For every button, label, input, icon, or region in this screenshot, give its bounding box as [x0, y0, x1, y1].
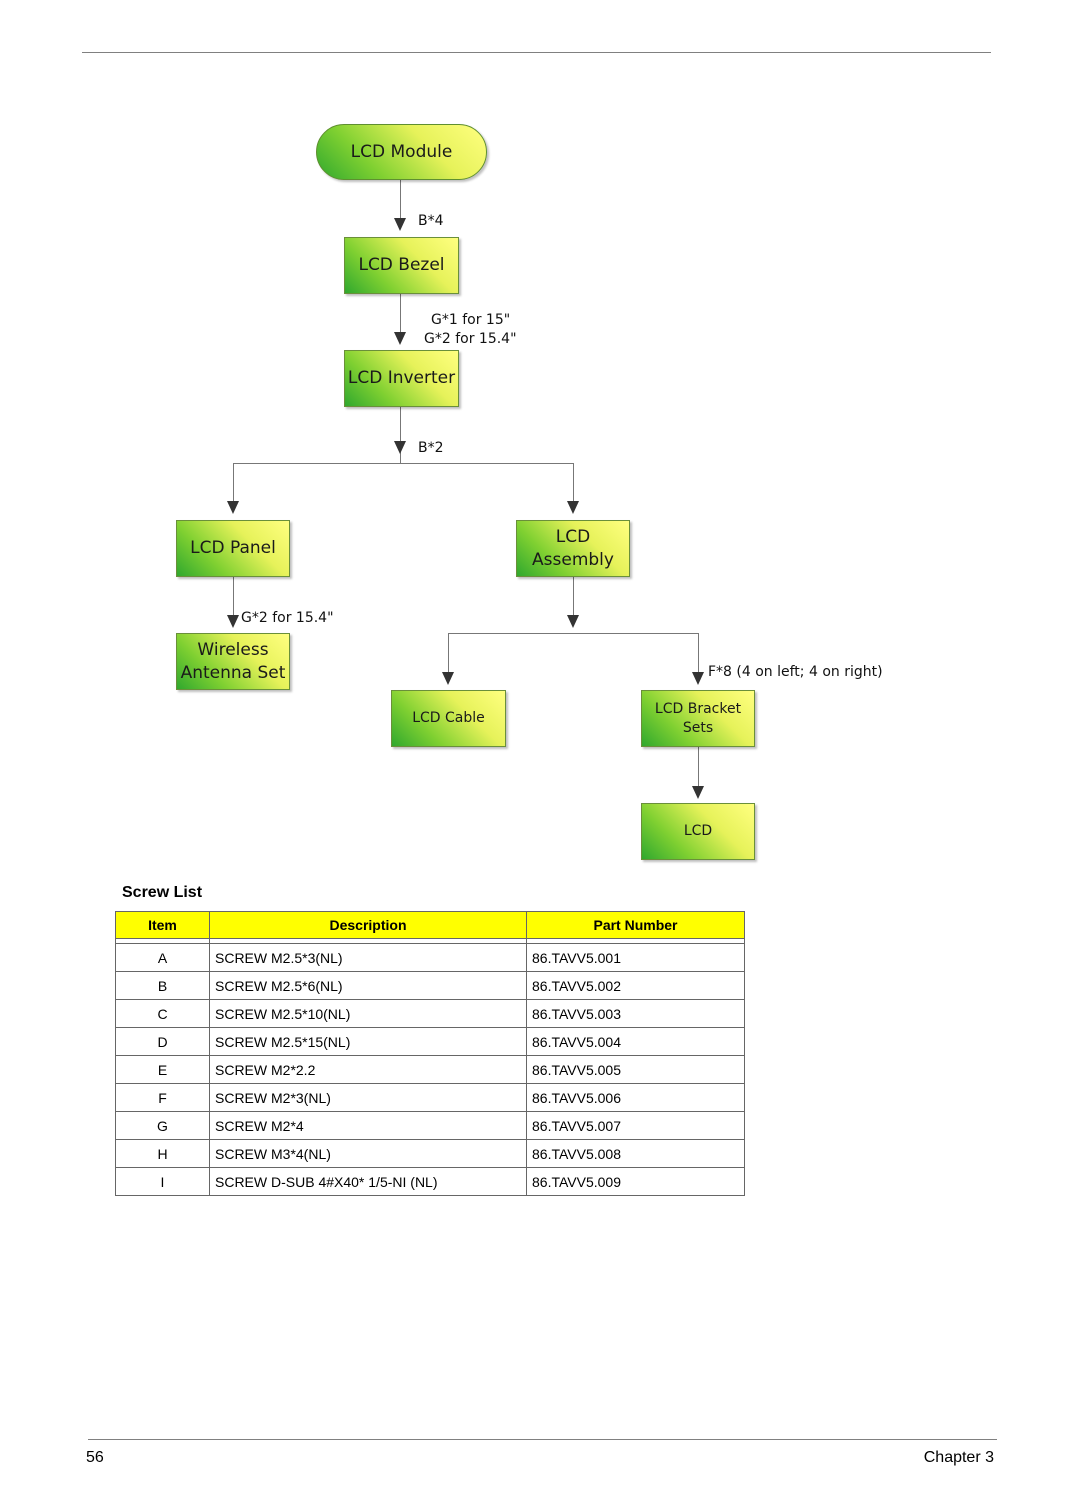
connector-bezel-inverter	[400, 294, 401, 338]
arrow-down-icon	[567, 615, 579, 628]
chapter-label: Chapter 3	[923, 1449, 994, 1466]
part-number-cell: 86.TAVV5.004	[526, 1027, 745, 1056]
item-cell: G	[115, 1111, 210, 1140]
node-label: LCD Bezel	[358, 255, 445, 276]
connector-bracket-lcd	[698, 747, 699, 789]
arrow-down-icon	[692, 672, 704, 685]
table-row: C SCREW M2.5*10(NL) 86.TAVV5.003	[115, 999, 745, 1028]
table-row: G SCREW M2*4 86.TAVV5.007	[115, 1111, 745, 1140]
item-cell: H	[115, 1139, 210, 1168]
description-cell: SCREW M2.5*3(NL)	[209, 943, 527, 972]
item-cell: C	[115, 999, 210, 1028]
node-lcd-module: LCD Module	[316, 124, 487, 180]
part-number-cell: 86.TAVV5.006	[526, 1083, 745, 1112]
edge-label-module-bezel: B*4	[418, 213, 444, 229]
edge-label-bezel-inverter-2: G*2 for 15.4"	[424, 331, 517, 347]
item-cell: B	[115, 971, 210, 1000]
top-rule	[82, 52, 991, 53]
part-number-cell: 86.TAVV5.001	[526, 943, 745, 972]
part-number-cell: 86.TAVV5.009	[526, 1167, 745, 1196]
arrow-down-icon	[692, 786, 704, 799]
connector-inverter-split	[400, 407, 401, 463]
edge-label-bezel-inverter-1: G*1 for 15"	[431, 312, 511, 328]
edge-label-panel-wireless: G*2 for 15.4"	[241, 610, 334, 626]
column-header: Part Number	[526, 911, 745, 939]
table-row: A SCREW M2.5*3(NL) 86.TAVV5.001	[115, 943, 745, 972]
bottom-rule	[88, 1439, 997, 1440]
node-lcd-bezel: LCD Bezel	[344, 237, 459, 294]
connector-to-bracket	[698, 633, 699, 677]
node-label: Sets	[682, 719, 714, 736]
description-cell: SCREW M2*3(NL)	[209, 1083, 527, 1112]
column-header: Description	[209, 911, 527, 939]
description-cell: SCREW M2.5*6(NL)	[209, 971, 527, 1000]
table-row: F SCREW M2*3(NL) 86.TAVV5.006	[115, 1083, 745, 1112]
connector-assembly-horizontal	[448, 633, 698, 634]
connector-to-panel	[233, 463, 234, 507]
node-label: LCD Inverter	[347, 368, 456, 389]
page-number: 56	[86, 1449, 104, 1466]
connector-module-bezel	[400, 180, 401, 224]
arrow-down-icon	[227, 501, 239, 514]
edge-label-inverter-split: B*2	[418, 440, 444, 456]
part-number-cell: 86.TAVV5.003	[526, 999, 745, 1028]
item-cell: I	[115, 1167, 210, 1196]
node-label: LCD Bracket	[654, 701, 742, 718]
arrow-down-icon	[442, 672, 454, 685]
item-cell: D	[115, 1027, 210, 1056]
connector-to-cable	[448, 633, 449, 677]
column-header: Item	[115, 911, 210, 939]
part-number-cell: 86.TAVV5.007	[526, 1111, 745, 1140]
table-row: B SCREW M2.5*6(NL) 86.TAVV5.002	[115, 971, 745, 1000]
item-cell: F	[115, 1083, 210, 1112]
node-label: LCD Panel	[190, 538, 276, 559]
connector-to-assembly	[573, 463, 574, 507]
arrow-down-icon	[567, 501, 579, 514]
description-cell: SCREW M2.5*15(NL)	[209, 1027, 527, 1056]
item-cell: E	[115, 1055, 210, 1084]
connector-assembly-split	[573, 577, 574, 621]
node-lcd-assembly: LCD Assembly	[516, 520, 630, 577]
node-lcd: LCD	[641, 803, 755, 860]
node-lcd-panel: LCD Panel	[176, 520, 290, 577]
table-row: D SCREW M2.5*15(NL) 86.TAVV5.004	[115, 1027, 745, 1056]
arrow-down-icon	[394, 218, 406, 231]
connector-split-horizontal	[233, 463, 573, 464]
description-cell: SCREW M2.5*10(NL)	[209, 999, 527, 1028]
arrow-down-icon	[394, 441, 406, 454]
node-label: Wireless	[197, 640, 269, 661]
part-number-cell: 86.TAVV5.005	[526, 1055, 745, 1084]
item-cell: A	[115, 943, 210, 972]
table-row: I SCREW D-SUB 4#X40* 1/5-NI (NL) 86.TAVV…	[115, 1167, 745, 1196]
part-number-cell: 86.TAVV5.002	[526, 971, 745, 1000]
connector-panel-wireless	[233, 577, 234, 621]
node-label: LCD	[683, 823, 713, 840]
description-cell: SCREW M2*4	[209, 1111, 527, 1140]
edge-label-assembly-bracket: F*8 (4 on left; 4 on right)	[708, 664, 883, 680]
description-cell: SCREW D-SUB 4#X40* 1/5-NI (NL)	[209, 1167, 527, 1196]
node-label: Assembly	[532, 549, 614, 570]
table-row: H SCREW M3*4(NL) 86.TAVV5.008	[115, 1139, 745, 1168]
description-cell: SCREW M3*4(NL)	[209, 1139, 527, 1168]
arrow-down-icon	[394, 332, 406, 345]
node-label: Antenna Set	[180, 662, 286, 683]
table-header-row: Item Description Part Number	[115, 911, 745, 939]
node-lcd-bracket-sets: LCD Bracket Sets	[641, 690, 755, 747]
part-number-cell: 86.TAVV5.008	[526, 1139, 745, 1168]
node-label: LCD Cable	[412, 710, 485, 727]
description-cell: SCREW M2*2.2	[209, 1055, 527, 1084]
node-lcd-cable: LCD Cable	[391, 690, 506, 747]
node-lcd-inverter: LCD Inverter	[344, 350, 459, 407]
section-title: Screw List	[122, 884, 203, 901]
arrow-down-icon	[227, 615, 239, 628]
node-wireless-antenna-set: Wireless Antenna Set	[176, 633, 290, 690]
table-row: E SCREW M2*2.2 86.TAVV5.005	[115, 1055, 745, 1084]
node-label: LCD Module	[350, 141, 453, 162]
node-label: LCD	[555, 527, 591, 548]
screw-list-table: Item Description Part Number A SCREW M2.…	[115, 911, 745, 1196]
